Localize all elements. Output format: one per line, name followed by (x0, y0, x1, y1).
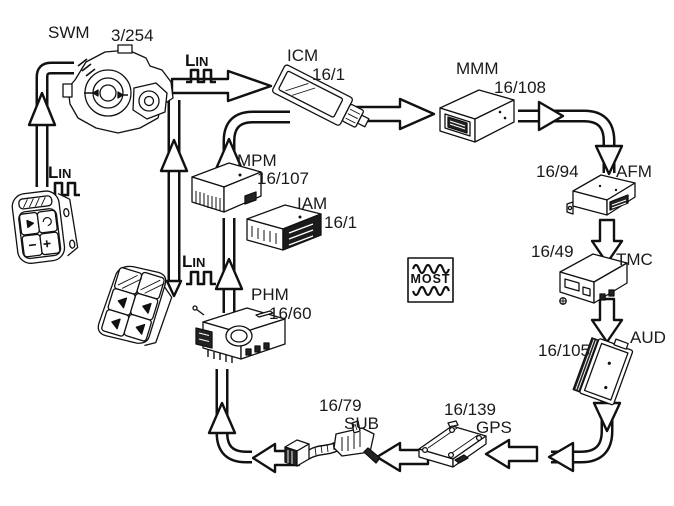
icm-module-drawing (272, 64, 374, 137)
iam-module-drawing (247, 205, 321, 250)
module-label-sub: SUB (344, 414, 379, 433)
module-label-aud: AUD (630, 328, 666, 347)
steering-keypad-left-drawing (11, 188, 79, 265)
lin-bus-label: LIN (48, 163, 72, 182)
arrow-mmm-to-afm (518, 102, 622, 174)
module-code-sub: 16/79 (319, 396, 362, 415)
gps-module-drawing (419, 421, 486, 467)
lin-bus-label: LIN (185, 51, 209, 70)
arrow-swm-to-icm (172, 71, 271, 101)
phm-module-drawing (193, 306, 285, 363)
mmm-module-drawing (440, 90, 514, 142)
module-code-icm: 16/1 (312, 65, 346, 84)
arrow-to-gps (486, 440, 537, 468)
module-code-mpm: 16/107 (257, 169, 309, 188)
module-label-mmm: MMM (456, 59, 499, 78)
lin-waveform-icon (186, 272, 216, 284)
module-label-gps: GPS (476, 418, 512, 437)
module-label-mpm: MPM (237, 151, 277, 170)
arrow-afm-to-tmc (592, 220, 622, 263)
lin-waveform-icon (50, 183, 80, 195)
module-code-gps: 16/139 (444, 400, 496, 419)
sub-module-drawing (285, 421, 380, 466)
swm-module-drawing (63, 45, 173, 133)
afm-module-drawing (567, 175, 635, 215)
steering-keypad-right-drawing (96, 260, 178, 351)
module-code-phm: 16/60 (269, 304, 312, 323)
arrow-phm-to-mpm (216, 218, 242, 313)
arrow-gps-to-sub (377, 443, 428, 471)
module-label-swm: SWM (48, 23, 90, 42)
module-code-iam: 16/1 (324, 213, 358, 232)
module-label-afm: AFM (616, 162, 652, 181)
arrow-aud-to-gps (549, 384, 620, 471)
aud-module-drawing (573, 331, 635, 405)
lin-bus-label: LIN (182, 252, 206, 271)
arrow-tmc-to-aud (592, 299, 622, 342)
module-label-phm: PHM (251, 285, 289, 304)
mpm-module-drawing (192, 163, 261, 212)
arrow-keypad2-to-swm (161, 100, 187, 296)
lin-waveform-icon (186, 70, 216, 82)
module-label-iam: IAM (297, 194, 328, 213)
module-code-aud: 16/105 (538, 341, 590, 360)
module-label-tmc: TMC (616, 250, 653, 269)
tmc-module-drawing (560, 254, 627, 304)
most-bus-label: MOST (410, 272, 451, 286)
module-label-icm: ICM (287, 46, 319, 65)
arrow-mpm-to-icm (216, 117, 290, 177)
module-code-mmm: 16/108 (494, 78, 546, 97)
module-code-afm: 16/94 (536, 162, 579, 181)
module-code-tmc: 16/49 (531, 242, 574, 261)
arrow-keypad1-to-swm (29, 68, 74, 187)
module-code-swm: 3/254 (111, 26, 154, 45)
arrow-corner-to-phm (209, 369, 252, 457)
most-logo (408, 258, 453, 302)
